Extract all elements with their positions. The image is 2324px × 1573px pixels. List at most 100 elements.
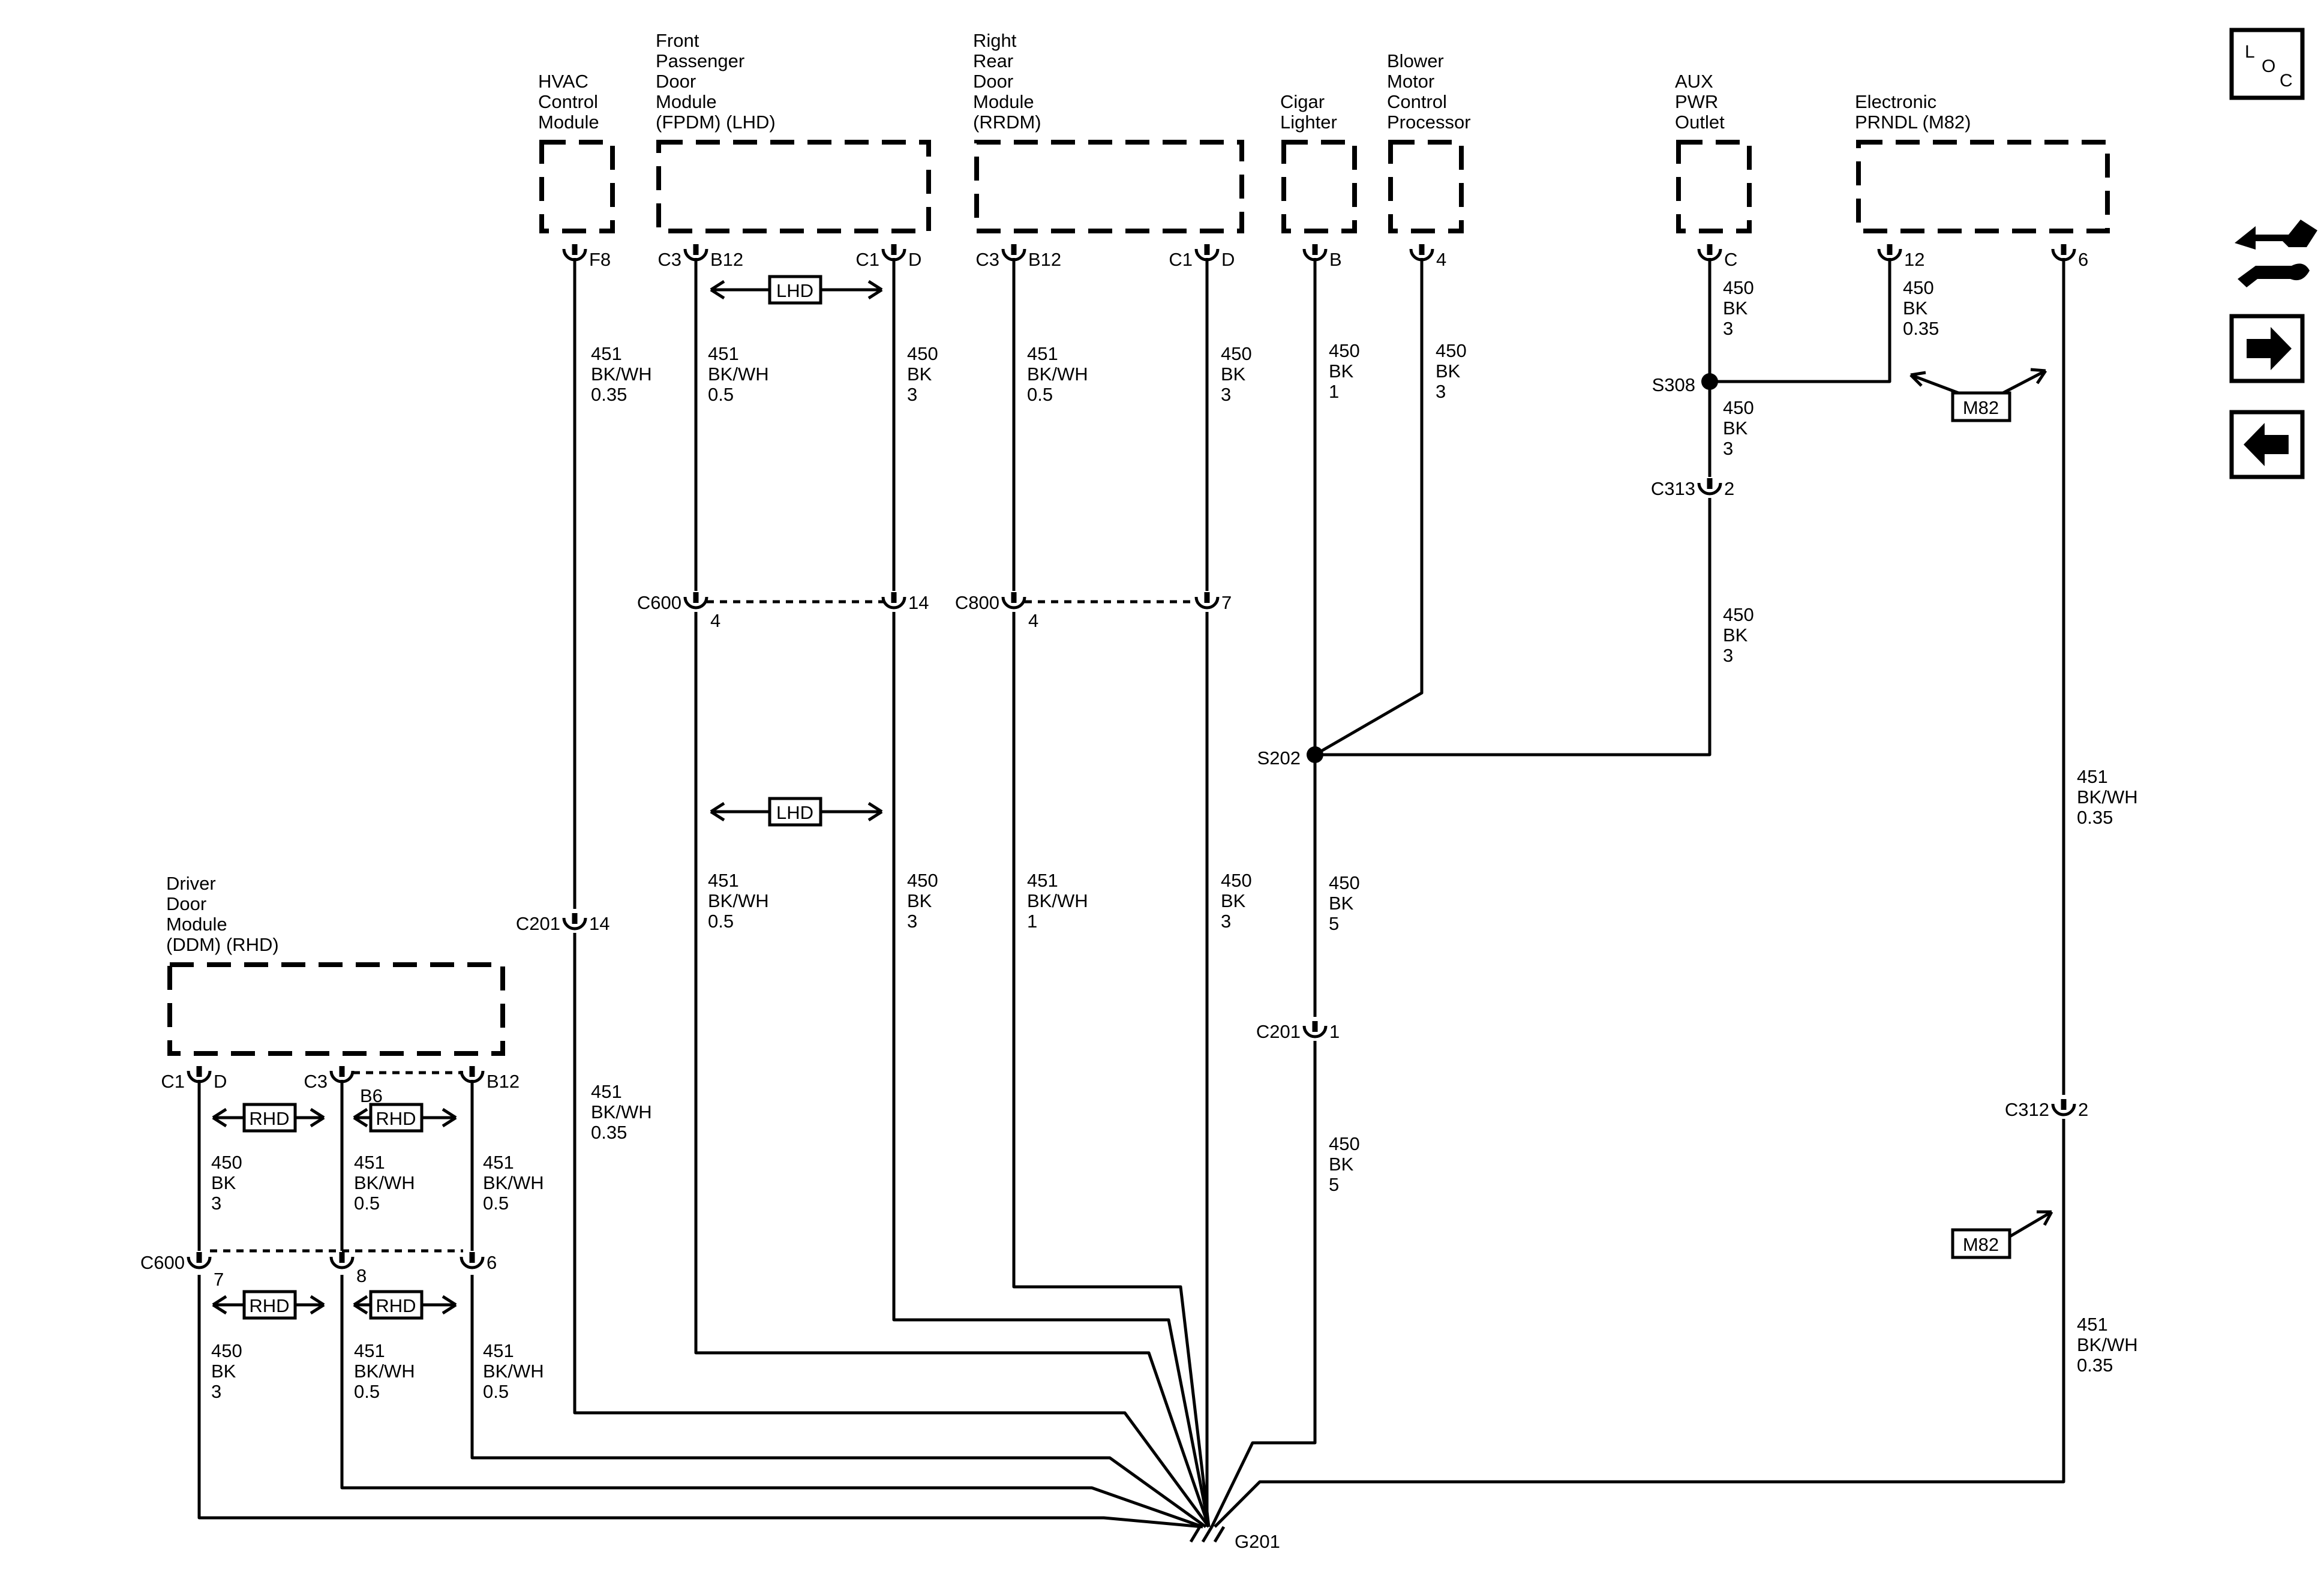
wire-label-w-cigar-line-2: 1 xyxy=(1329,381,1339,402)
pin-blower-4 xyxy=(1409,244,1434,262)
wire-label-w-aux-c-line-2: 3 xyxy=(1723,645,1733,666)
module-title-fpdm-line-0: Front xyxy=(656,30,699,51)
wire-label-w-ddm450-b-line-1: BK xyxy=(211,1361,236,1382)
module-box-hvac xyxy=(539,140,615,233)
wire-label-w-rrdm451-a-line-0: 451 xyxy=(1027,343,1058,364)
arrow-right-icon xyxy=(2247,327,2292,370)
wire-label-w-prndl6-b-line-2: 0.35 xyxy=(2077,1355,2113,1376)
svg-text:LHD: LHD xyxy=(776,280,813,301)
module-title-aux-line-0: AUX xyxy=(1675,71,1713,92)
wire-label-w-prndl12-line-0: 450 xyxy=(1903,277,1934,298)
svg-text:RHD: RHD xyxy=(249,1295,289,1316)
module-title-aux-line-2: Outlet xyxy=(1675,112,1725,133)
module-box-fpdm xyxy=(656,140,931,233)
pin-fpdm-d xyxy=(881,244,906,262)
splice-s308 xyxy=(1701,373,1718,390)
connector-c201-1 xyxy=(1302,1021,1328,1038)
pin-hvac-f8 xyxy=(562,244,587,262)
module-title-blower-line-3: Processor xyxy=(1387,112,1471,133)
wire-label-w-s202-a-line-0: 450 xyxy=(1329,872,1360,893)
module-title-ddm-line-3: (DDM) (RHD) xyxy=(166,934,279,955)
svg-text:LHD: LHD xyxy=(776,802,813,823)
wrench-hand-icon[interactable] xyxy=(2235,220,2317,287)
svg-text:RHD: RHD xyxy=(376,1295,416,1316)
loc-button[interactable]: L O C xyxy=(2229,28,2305,100)
wire-label-w-ddmb6-a-line-2: 0.5 xyxy=(354,1193,380,1214)
tag-m82-bottom: M82 xyxy=(1951,1228,2011,1259)
svg-text:M82: M82 xyxy=(1963,1234,1999,1255)
wire-label-w-s202-b-line-1: BK xyxy=(1329,1154,1354,1175)
option-tags: LHD LHD M82 M82 RHD RHD RHD RHD xyxy=(242,275,2011,1320)
wire-label-w-ddmb6-b-line-0: 451 xyxy=(354,1340,385,1361)
connector-c312-2 xyxy=(2051,1099,2076,1116)
module-title-fpdm-line-2: Door xyxy=(656,71,696,92)
module-title-hvac-line-1: Control xyxy=(538,91,598,112)
next-page-button[interactable] xyxy=(2229,314,2305,383)
conn-left-c600-ddm-7: C600 xyxy=(140,1252,185,1273)
ground-symbol xyxy=(1189,1526,1226,1543)
conn-right-c600-fpdm-4: 4 xyxy=(710,610,720,631)
pin-prndl-6 xyxy=(2051,244,2076,262)
pin-cigar-b xyxy=(1302,244,1328,262)
pin-right-rrdm-b12: B12 xyxy=(1028,249,1061,270)
svg-text:RHD: RHD xyxy=(376,1108,416,1129)
pin-left-rrdm-b12: C3 xyxy=(975,249,999,270)
module-title-rrdm-line-3: Module xyxy=(973,91,1034,112)
wire-label-w-ddmb12-b-line-0: 451 xyxy=(483,1340,514,1361)
wire-label-w-rrdm450-a-line-1: BK xyxy=(1221,364,1246,385)
module-title-blower-line-1: Motor xyxy=(1387,71,1434,92)
wire-label-w-s202-a-line-1: BK xyxy=(1329,893,1354,914)
wires xyxy=(197,258,2065,1529)
wire-label-w-aux-a-line-0: 450 xyxy=(1723,277,1754,298)
wire-label-w-prndl6-a-line-1: BK/WH xyxy=(2077,786,2138,807)
module-title-rrdm-line-2: Door xyxy=(973,71,1013,92)
wire-label-w-ddmb6-a-line-1: BK/WH xyxy=(354,1172,415,1193)
wire-label-w-s202-a-line-2: 5 xyxy=(1329,913,1339,934)
svg-text:O: O xyxy=(2262,56,2275,76)
wire-label-w-rrdm450-b-line-2: 3 xyxy=(1221,911,1231,932)
module-title-ddm-line-2: Module xyxy=(166,914,227,935)
module-title-hvac-line-2: Module xyxy=(538,112,599,133)
pin-right-blower-4: 4 xyxy=(1436,249,1446,270)
wire-label-w-ddm450-b-line-2: 3 xyxy=(211,1381,221,1402)
wire-hvac xyxy=(573,258,1211,1528)
wire-label-w-aux-c-line-1: BK xyxy=(1723,625,1748,646)
connector-c201-14 xyxy=(562,913,587,930)
pin-rrdm-d xyxy=(1194,244,1220,262)
wire-label-w-ddmb12-b-line-1: BK/WH xyxy=(483,1361,544,1382)
wire-label-w-blower-line-2: 3 xyxy=(1436,381,1446,402)
wire-label-w-ddmb12-a-line-2: 0.5 xyxy=(483,1193,509,1214)
pin-below-ddm-b6: B6 xyxy=(360,1085,383,1106)
wire-label-w-ddmb6-a-line-0: 451 xyxy=(354,1152,385,1173)
wire-ddm-d xyxy=(197,1080,1203,1529)
wire-fpdm-b12 xyxy=(694,258,1211,1527)
wire-ddm-b12 xyxy=(470,1080,1207,1529)
pin-aux-c xyxy=(1697,244,1722,262)
wire-label-w-prndl6-b-line-1: BK/WH xyxy=(2077,1334,2138,1355)
module-box-prndl xyxy=(1856,140,2110,233)
wire-label-w-fpdm451-a-line-2: 0.5 xyxy=(708,384,734,405)
tag-lhd-mid: LHD xyxy=(768,797,822,827)
wire-label-w-ddmb12-b-line-2: 0.5 xyxy=(483,1381,509,1402)
splice-s202 xyxy=(1307,746,1323,763)
wire-label-w-rrdm451-a-line-1: BK/WH xyxy=(1027,364,1088,385)
pin-right-prndl-6: 6 xyxy=(2078,249,2088,270)
pin-left-rrdm-d: C1 xyxy=(1169,249,1193,270)
connector-c600-ddm-7 xyxy=(187,1252,212,1269)
wire-label-w-s202-b-line-0: 450 xyxy=(1329,1133,1360,1154)
ground-label-g201: G201 xyxy=(1235,1531,1280,1552)
wire-label-w-hvac-a-line-1: BK/WH xyxy=(591,364,652,385)
splice-label-s308: S308 xyxy=(1652,374,1695,395)
wire-label-w-ddmb6-b-line-1: BK/WH xyxy=(354,1361,415,1382)
labels: HVACControlModuleFrontPassengerDoorModul… xyxy=(140,30,2138,1552)
conn-right-c312-2: 2 xyxy=(2078,1099,2088,1120)
prev-page-button[interactable] xyxy=(2229,410,2305,479)
wire-label-w-fpdm451-b-line-0: 451 xyxy=(708,870,739,891)
wire-label-w-fpdm450-a-line-2: 3 xyxy=(907,384,917,405)
wire-label-w-rrdm450-b-line-1: BK xyxy=(1221,890,1246,911)
wire-label-w-fpdm450-b-line-1: BK xyxy=(907,890,932,911)
wire-label-w-ddm450-a-line-2: 3 xyxy=(211,1193,221,1214)
connector-c600-fpdm-4 xyxy=(683,592,708,610)
module-title-aux-line-1: PWR xyxy=(1675,91,1718,112)
module-box-rrdm xyxy=(974,140,1244,233)
